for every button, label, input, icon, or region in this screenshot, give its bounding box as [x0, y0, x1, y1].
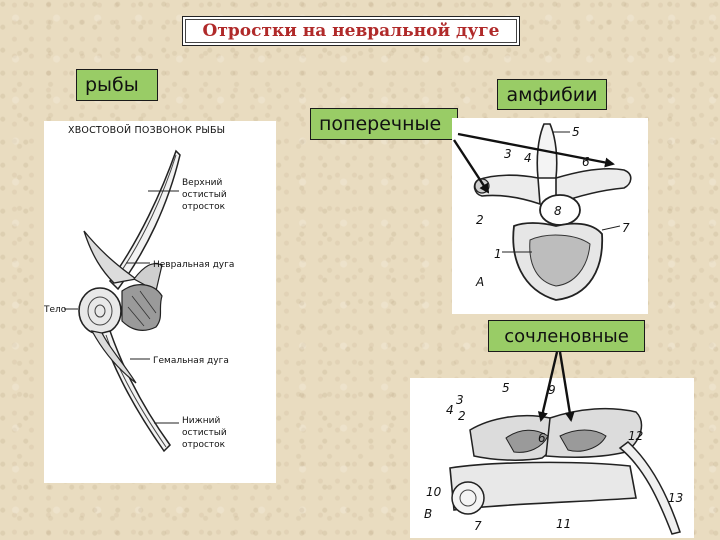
label-lower-spinous-1: Нижний — [182, 416, 220, 426]
amph-a-num-8: 8 — [554, 204, 562, 218]
condyle — [451, 481, 485, 515]
label-upper-spinous-3: отросток — [182, 202, 226, 212]
amph-a-num-5: 5 — [572, 125, 580, 139]
neural-arch-left — [83, 230, 138, 284]
amph-b-num-3: 3 — [456, 393, 464, 407]
amph-a-letter: А — [475, 275, 484, 289]
amph-b-num-10: 10 — [426, 485, 442, 499]
leader-7 — [601, 225, 621, 231]
upper-spine-inner — [115, 154, 177, 280]
transverse-knob-left — [474, 178, 490, 194]
label-lower-spinous-3: отросток — [182, 440, 226, 450]
label-fish: рыбы — [76, 69, 158, 101]
fish-vertebra-drawing: ХВОСТОВОЙ ПОЗВОНОК РЫБЫ Верхний остистый… — [44, 124, 234, 453]
vertebral-body-shade — [529, 234, 591, 287]
amph-b-num-2: 2 — [458, 409, 466, 423]
label-articular: сочленовные — [488, 320, 645, 352]
condyle-inner — [459, 489, 477, 507]
amph-a-num-2: 2 — [476, 213, 484, 227]
amph-a-num-6: 6 — [582, 155, 590, 169]
vertebral-body-ring — [87, 296, 113, 326]
amph-b-num-4: 4 — [446, 403, 454, 417]
amph-a-num-1: 1 — [494, 247, 502, 261]
transverse-process-right — [555, 167, 632, 206]
amph-b-num-12: 12 — [628, 429, 643, 443]
label-transverse: поперечные — [310, 108, 458, 140]
label-body: Тело — [44, 305, 67, 315]
amph-b-num-9: 9 — [548, 383, 556, 397]
vertebral-body-core — [94, 304, 106, 318]
amphibian-vertebra-b-drawing: 2 3 4 5 6 7 9 10 11 12 13 В — [424, 381, 683, 535]
amph-b-num-7: 7 — [474, 519, 482, 533]
articular-zone-1 — [505, 429, 549, 453]
neural-arch-right — [133, 263, 163, 292]
amph-a-num-7: 7 — [622, 221, 630, 235]
amphibian-vertebra-b: 2 3 4 5 6 7 9 10 11 12 13 В — [410, 378, 694, 538]
vertebral-body-long — [449, 461, 637, 511]
fish-vertebra-figure: ХВОСТОВОЙ ПОЗВОНОК РЫБЫ Верхний остистый… — [44, 121, 276, 483]
label-haemal-arch: Гемальная дуга — [153, 356, 229, 366]
amphibian-vertebra-a-drawing: 1 2 3 4 5 6 7 8 А — [473, 123, 632, 301]
amph-b-num-6: 6 — [538, 431, 546, 445]
amph-a-num-3: 3 — [504, 147, 512, 161]
amph-a-num-4: 4 — [524, 151, 532, 165]
articular-hatching — [127, 290, 157, 327]
amph-b-letter: В — [424, 507, 432, 521]
label-neural-arch: Невральная дуга — [153, 260, 234, 270]
fish-figure-title: ХВОСТОВОЙ ПОЗВОНОК РЫБЫ — [68, 124, 225, 136]
amphibian-vertebra-a: 1 2 3 4 5 6 7 8 А — [452, 118, 648, 314]
label-amphibians: амфибии — [497, 79, 607, 110]
rib — [618, 441, 681, 535]
page-title: Отростки на невральной дуге — [182, 16, 520, 46]
haemal-arch-shape — [90, 330, 137, 384]
vertebral-body — [78, 287, 122, 335]
articular-zone-2 — [559, 429, 607, 452]
amph-b-num-13: 13 — [668, 491, 683, 505]
label-upper-spinous-1: Верхний — [182, 178, 222, 188]
amph-b-num-11: 11 — [556, 517, 571, 531]
label-upper-spinous-2: остистый — [182, 190, 227, 200]
amph-b-num-5: 5 — [502, 381, 510, 395]
label-lower-spinous-2: остистый — [182, 428, 227, 438]
